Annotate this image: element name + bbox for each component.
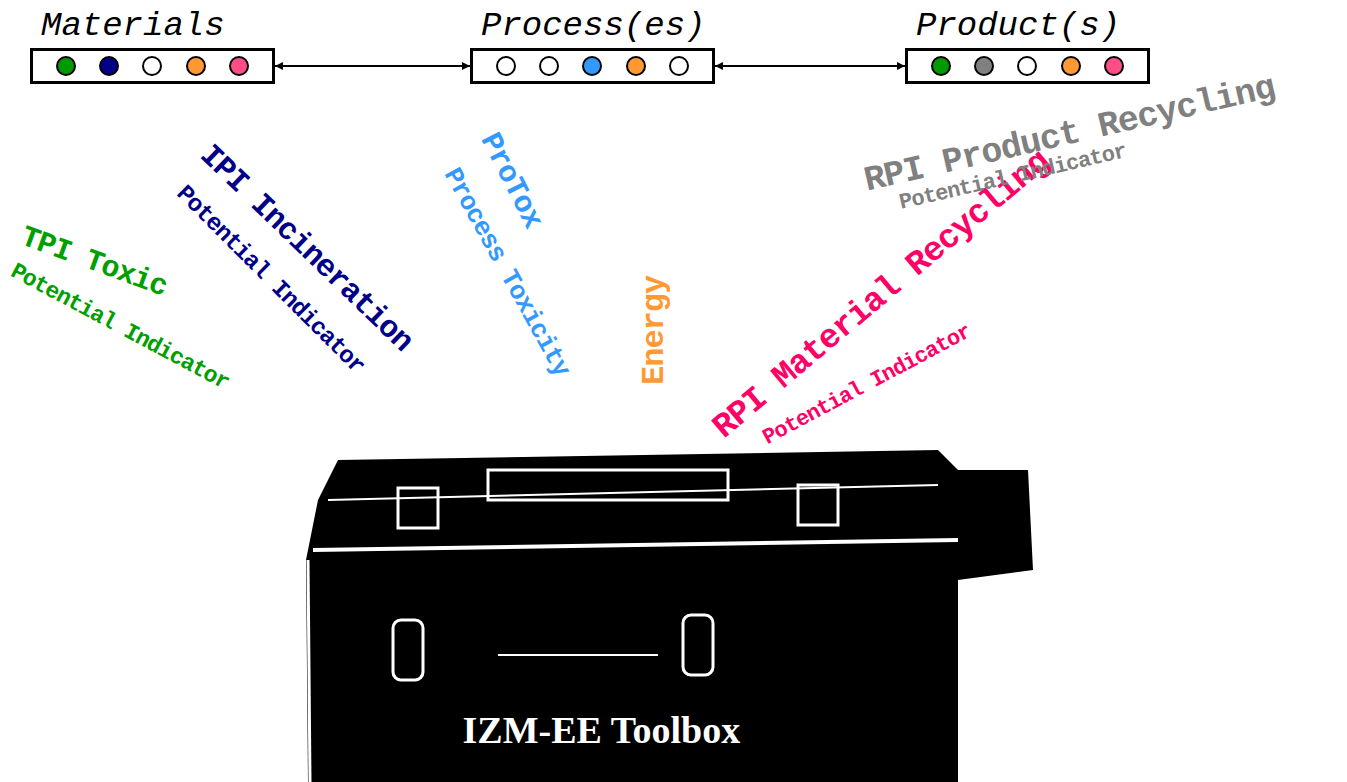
indicator-label: RPI Product Recycling xyxy=(861,70,1278,199)
double-arrow xyxy=(275,65,470,67)
indicator-dot xyxy=(974,56,994,76)
handle xyxy=(488,470,728,500)
box-heading: Process(es) xyxy=(481,7,705,45)
lid-edge xyxy=(313,540,958,550)
indicator-label: Energy xyxy=(639,276,671,385)
indicator-dot xyxy=(99,56,119,76)
box-heading: Materials xyxy=(41,7,225,45)
indicator-box: Process(es) xyxy=(470,48,715,84)
indicator-dot xyxy=(1061,56,1081,76)
indicator-dot xyxy=(1017,56,1037,76)
indicator-dot xyxy=(1104,56,1124,76)
indicator-dot xyxy=(142,56,162,76)
indicator-dot xyxy=(229,56,249,76)
latch xyxy=(683,615,713,675)
box-heading: Product(s) xyxy=(916,7,1120,45)
indicator-dot xyxy=(669,56,689,76)
latch xyxy=(393,620,423,680)
toolbox: IZM-EE Toolbox xyxy=(298,440,1038,782)
indicator-box: Product(s) xyxy=(905,48,1150,84)
latch-top xyxy=(798,485,838,525)
indicator-dot xyxy=(539,56,559,76)
toolbox-label: IZM-EE Toolbox xyxy=(298,708,905,752)
panel-line xyxy=(498,654,658,656)
indicator-dot xyxy=(626,56,646,76)
indicator-dot xyxy=(931,56,951,76)
double-arrow xyxy=(715,65,905,67)
latch-top xyxy=(398,488,438,528)
edge-highlight xyxy=(308,560,310,782)
indicator-dot xyxy=(496,56,516,76)
indicator-dot xyxy=(56,56,76,76)
indicator-box: Materials xyxy=(30,48,275,84)
indicator-dot xyxy=(186,56,206,76)
indicator-dot xyxy=(582,56,602,76)
